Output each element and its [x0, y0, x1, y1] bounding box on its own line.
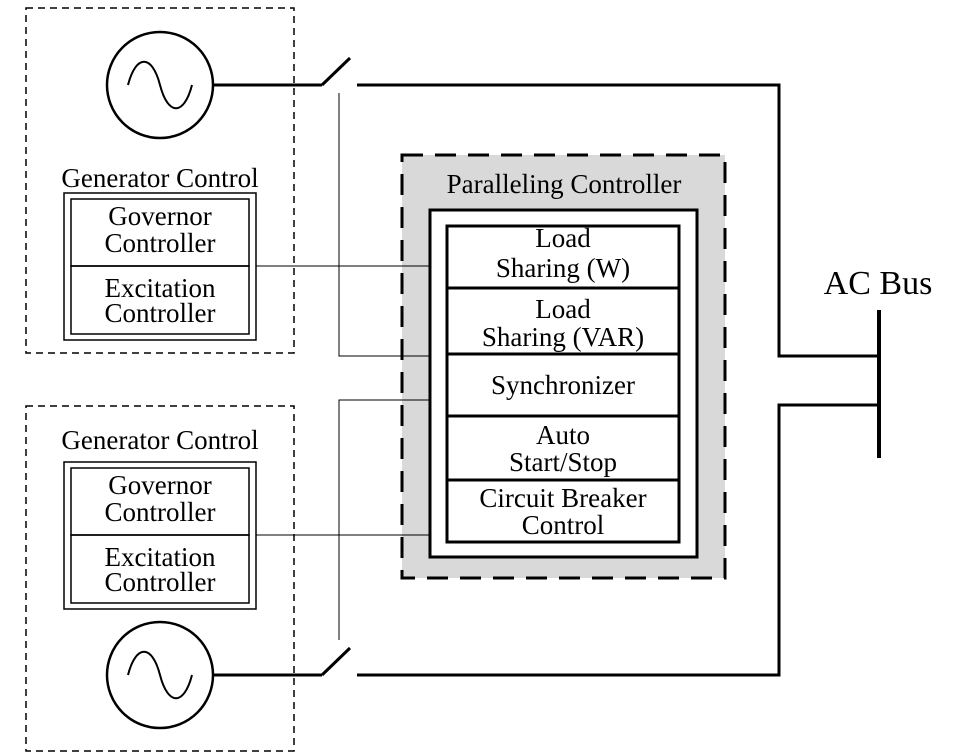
excitation-controller-bottom-line2: Controller: [105, 567, 216, 597]
circuit-breaker-top-icon: [320, 56, 352, 87]
synchronizer-box: [445, 352, 681, 418]
excitation-controller-top-box: [70, 265, 250, 335]
load-sharing-var-line1: Load: [535, 294, 591, 324]
load-sharing-var-box: [445, 286, 681, 356]
load-sharing-w-box: [445, 224, 681, 290]
load-sharing-var-line2: Sharing (VAR): [482, 322, 644, 352]
excitation-controller-top-line1: Excitation: [105, 273, 216, 303]
circuit-breaker-control-box: [445, 478, 681, 544]
excitation-controller-top-line2: Controller: [105, 298, 216, 328]
generator-group-top-boundary: [25, 7, 295, 354]
governor-controller-top-line1: Governor: [108, 201, 211, 231]
auto-start-stop-line1: Auto: [536, 420, 590, 450]
load-sharing-w-line2: Sharing (W): [496, 253, 630, 283]
ac-bus-label: AC Bus: [824, 265, 933, 302]
power-line-bottom-bus: [357, 403, 879, 677]
governor-controller-bottom-line1: Governor: [108, 470, 211, 500]
circuit-breaker-control-line1: Circuit Breaker: [479, 483, 646, 513]
generator-group-bottom-boundary: [25, 405, 295, 752]
sine-wave-bottom-icon: [127, 651, 193, 699]
synchronizer-label: Synchronizer: [491, 370, 635, 400]
excitation-controller-bottom-line1: Excitation: [105, 542, 216, 572]
control-link-bottom-breaker: [338, 399, 430, 640]
auto-start-stop-box: [445, 414, 681, 482]
power-line-top-bus: [357, 83, 879, 358]
governor-controller-bottom-line2: Controller: [105, 497, 216, 527]
governor-controller-top-line2: Controller: [105, 228, 216, 258]
load-sharing-w-line1: Load: [535, 223, 591, 253]
paralleling-controller-title: Paralleling Controller: [447, 169, 682, 199]
generator-control-bottom-title: Generator Control: [61, 425, 258, 455]
circuit-breaker-bottom-icon: [320, 646, 352, 677]
auto-start-stop-line2: Start/Stop: [509, 447, 617, 477]
excitation-controller-bottom-box: [70, 534, 250, 604]
sine-wave-top-icon: [127, 61, 193, 109]
generator-control-top-title: Generator Control: [61, 163, 258, 193]
control-link-top-breaker: [338, 93, 430, 357]
circuit-breaker-control-line2: Control: [522, 510, 605, 540]
